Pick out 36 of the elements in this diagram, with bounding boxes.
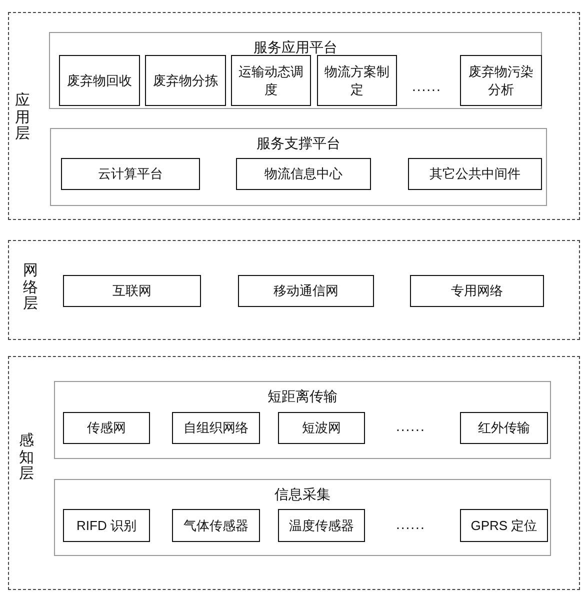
ellipsis: ...... (412, 78, 442, 94)
panel-title: 服务应用平台 (254, 39, 338, 57)
module-box: 气体传感器 (172, 509, 260, 542)
platform-panel (54, 381, 551, 459)
module-box: 废弃物回收 (59, 55, 140, 106)
module-box: 传感网 (63, 412, 150, 444)
layer-frame (8, 240, 580, 340)
platform-panel (54, 479, 551, 556)
module-box: 红外传输 (460, 412, 548, 444)
platform-panel (49, 32, 542, 109)
module-box: 废弃物污染分析 (460, 55, 542, 106)
module-box: 运输动态调度 (231, 55, 311, 106)
module-box: 温度传感器 (278, 509, 365, 542)
platform-panel (50, 128, 547, 206)
panel-title: 短距离传输 (268, 388, 338, 406)
module-box: 云计算平台 (61, 158, 200, 190)
layer-frame (8, 356, 580, 590)
layer-label: 网络层 (23, 263, 38, 312)
panel-title: 信息采集 (274, 486, 330, 504)
layer-label: 感知层 (19, 433, 34, 482)
module-box: 其它公共中间件 (408, 158, 542, 190)
module-box: 互联网 (63, 275, 201, 307)
ellipsis: ...... (396, 418, 426, 434)
module-box: 移动通信网 (238, 275, 374, 307)
panel-title: 服务支撑平台 (256, 135, 340, 153)
module-box: 自组织网络 (172, 412, 260, 444)
module-box: GPRS 定位 (460, 509, 548, 542)
module-box: 废弃物分拣 (145, 55, 226, 106)
ellipsis: ...... (396, 516, 426, 532)
layer-frame (8, 12, 580, 220)
module-box: 专用网络 (410, 275, 544, 307)
module-box: 短波网 (278, 412, 365, 444)
module-box: 物流方案制定 (317, 55, 397, 106)
module-box: RIFD 识别 (63, 509, 150, 542)
module-box: 物流信息中心 (236, 158, 371, 190)
layer-label: 应用层 (15, 93, 30, 142)
